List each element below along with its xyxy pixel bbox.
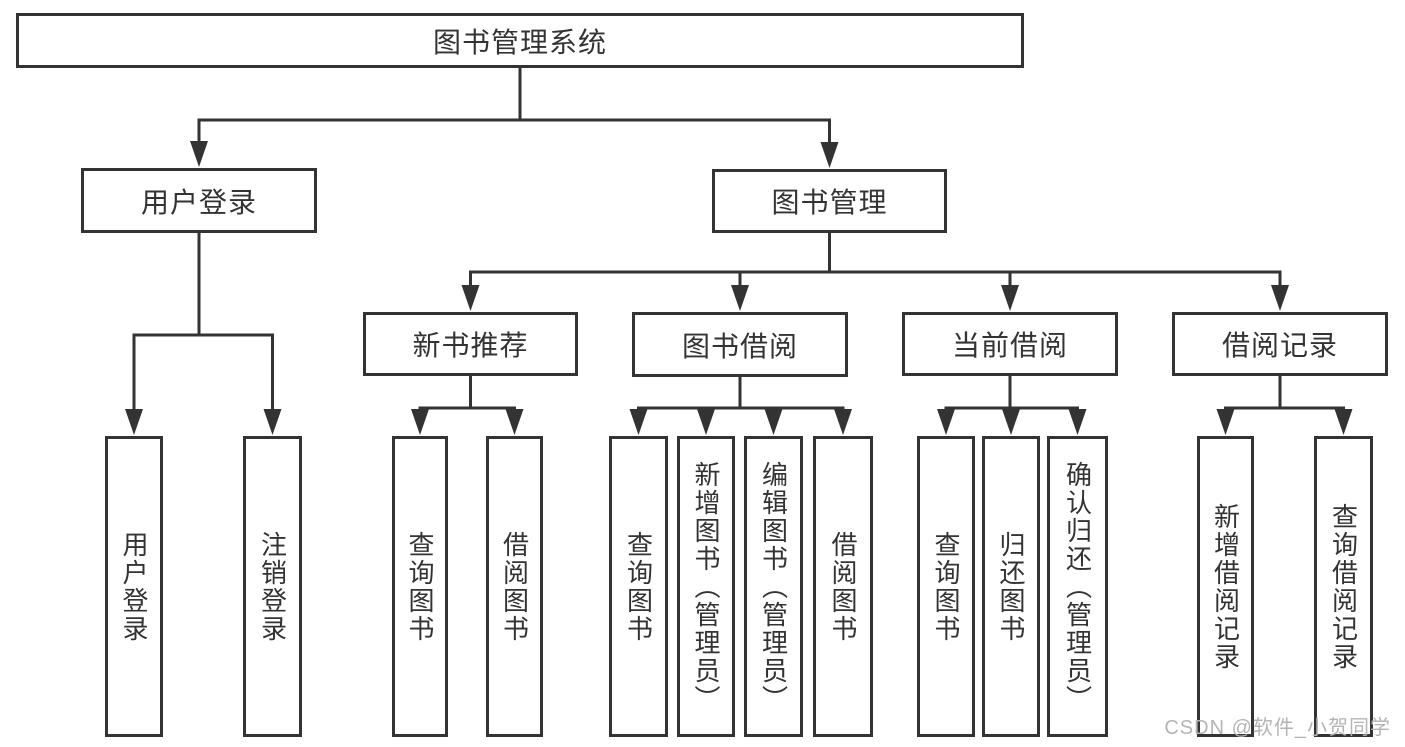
arrowhead-icon — [731, 285, 749, 311]
node-label-new-book-rec: 新书推荐 — [412, 330, 529, 361]
node-bb-edit-book: 编辑图书（管理员） — [744, 436, 803, 737]
node-label-login: 用户登录 — [119, 530, 149, 643]
arrowhead-icon — [125, 409, 143, 435]
node-user-login: 用户登录 — [81, 168, 317, 233]
node-br-query-record: 查询借阅记录 — [1314, 436, 1373, 737]
node-label-borrow-records: 借阅记录 — [1221, 330, 1338, 361]
arrowhead-icon — [1216, 409, 1235, 435]
node-label-user-login: 用户登录 — [140, 186, 257, 218]
node-label-book-mgmt: 图书管理 — [771, 187, 888, 218]
node-label-rec-query-book: 查询图书 — [405, 530, 435, 643]
node-cb-query-book: 查询图书 — [917, 436, 975, 737]
node-label-book-borrow: 图书借阅 — [681, 330, 798, 362]
node-label-br-add-record: 新增借阅记录 — [1210, 502, 1241, 671]
node-label-bb-edit-book: 编辑图书（管理员） — [758, 460, 789, 713]
node-bb-query-book: 查询图书 — [609, 436, 668, 737]
arrowhead-icon — [190, 141, 208, 167]
node-label-bb-add-book: 新增图书（管理员） — [691, 460, 721, 713]
node-label-current-borrow: 当前借阅 — [951, 330, 1068, 361]
arrowhead-icon — [629, 409, 648, 435]
node-logout: 注销登录 — [243, 436, 302, 737]
arrowhead-icon — [1334, 409, 1353, 435]
arrowhead-icon — [1002, 409, 1020, 435]
arrowhead-icon — [764, 409, 783, 435]
node-label-br-query-record: 查询借阅记录 — [1328, 502, 1359, 671]
arrowhead-icon — [263, 409, 282, 435]
arrowhead-icon — [937, 409, 955, 435]
node-rec-query-book: 查询图书 — [392, 436, 448, 737]
node-bb-add-book: 新增图书（管理员） — [677, 436, 735, 737]
node-login: 用户登录 — [105, 436, 163, 737]
arrowhead-icon — [461, 285, 480, 311]
node-book-mgmt: 图书管理 — [712, 169, 947, 233]
node-cb-return-book: 归还图书 — [982, 436, 1040, 737]
node-label-root: 图书管理系统 — [432, 26, 607, 58]
arrowhead-icon — [1068, 409, 1087, 435]
node-current-borrow: 当前借阅 — [902, 312, 1118, 376]
node-label-bb-borrow-book: 借阅图书 — [828, 530, 858, 643]
node-book-borrow: 图书借阅 — [632, 312, 848, 377]
node-label-cb-query-book: 查询图书 — [931, 530, 961, 643]
arrowhead-icon — [1001, 285, 1019, 311]
arrowhead-icon — [834, 409, 852, 435]
node-br-add-record: 新增借阅记录 — [1197, 436, 1254, 737]
node-borrow-records: 借阅记录 — [1172, 312, 1388, 376]
node-label-cb-confirm-return: 确认归还（管理员） — [1062, 460, 1093, 713]
node-label-cb-return-book: 归还图书 — [996, 530, 1026, 643]
watermark: CSDN @软件_小贺同学 — [1164, 717, 1391, 739]
node-label-rec-borrow-book: 借阅图书 — [499, 530, 530, 643]
node-root: 图书管理系统 — [16, 13, 1024, 68]
node-label-bb-query-book: 查询图书 — [623, 530, 654, 643]
arrowhead-icon — [505, 409, 524, 435]
arrowhead-icon — [411, 409, 429, 435]
arrowhead-icon — [1271, 285, 1289, 311]
node-new-book-rec: 新书推荐 — [363, 312, 578, 376]
node-rec-borrow-book: 借阅图书 — [486, 436, 543, 737]
arrowhead-icon — [697, 409, 715, 435]
arrowhead-icon — [820, 142, 839, 168]
node-label-logout: 注销登录 — [257, 530, 288, 643]
node-bb-borrow-book: 借阅图书 — [813, 436, 873, 737]
node-cb-confirm-return: 确认归还（管理员） — [1047, 436, 1108, 737]
